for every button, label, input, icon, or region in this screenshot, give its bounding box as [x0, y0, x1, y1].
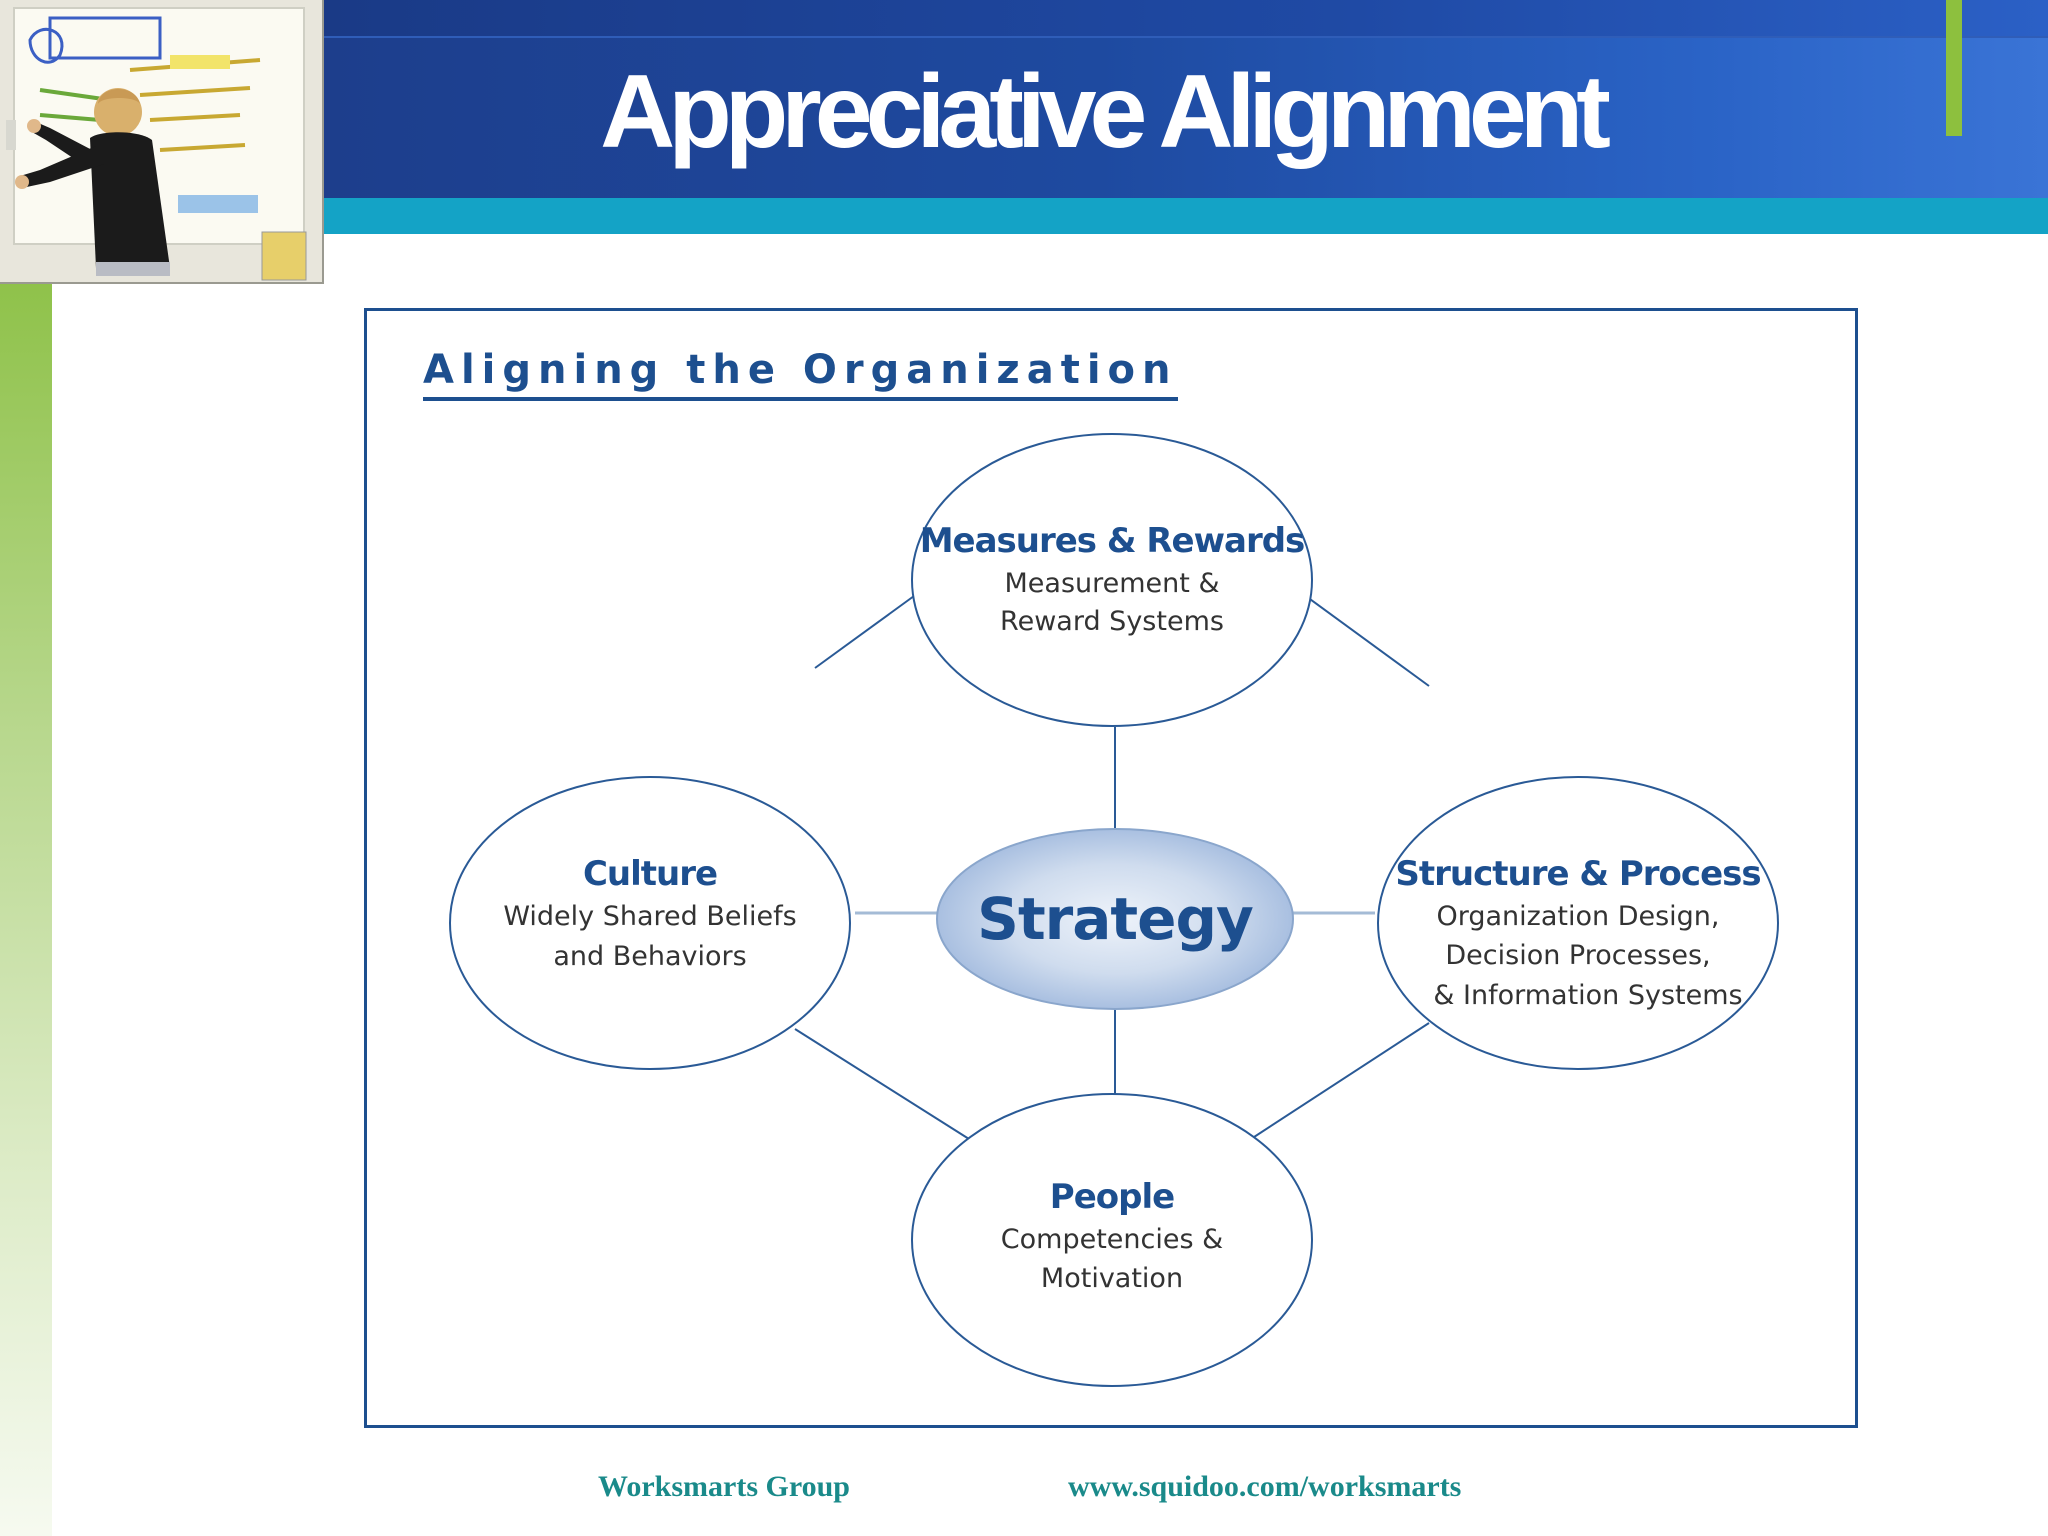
- header-photo: [0, 0, 324, 284]
- node-people: People Competencies & Motivation: [911, 1093, 1313, 1387]
- header-top-band: [322, 0, 2048, 38]
- node-text-line: Organization Design,: [1437, 901, 1720, 932]
- node-strategy: Strategy: [936, 828, 1294, 1010]
- slide-title: Appreciative Alignment: [600, 54, 1611, 170]
- connector-bottom-left: [794, 1028, 970, 1140]
- node-text-line: Decision Processes,: [1445, 940, 1710, 971]
- left-gradient-bar: [0, 282, 52, 1536]
- node-title: Structure & Process: [1395, 854, 1760, 894]
- diagram-heading: Aligning the Organization: [423, 347, 1178, 401]
- header-stripe: [322, 198, 2048, 234]
- footer-company: Worksmarts Group: [598, 1470, 850, 1503]
- node-text-line: and Behaviors: [553, 941, 746, 972]
- node-measures-rewards: Measures & Rewards Measurement & Reward …: [911, 433, 1313, 727]
- footer-url[interactable]: www.squidoo.com/worksmarts: [1068, 1470, 1462, 1503]
- strategy-label: Strategy: [977, 885, 1253, 953]
- node-text-line: Motivation: [1041, 1263, 1183, 1294]
- connector-bottom-right: [1250, 1022, 1430, 1140]
- node-structure-process: Structure & Process Organization Design,…: [1377, 776, 1779, 1070]
- node-text-line: Competencies &: [1001, 1224, 1223, 1255]
- node-title: Culture: [583, 854, 717, 894]
- diagram-frame: Aligning the Organization Measures & Re: [364, 308, 1858, 1428]
- alignment-diagram: Measures & Rewards Measurement & Reward …: [449, 433, 1779, 1387]
- node-culture: Culture Widely Shared Beliefs and Behavi…: [449, 776, 851, 1070]
- node-title: Measures & Rewards: [920, 521, 1305, 561]
- node-text-line: Widely Shared Beliefs: [503, 901, 796, 932]
- photo-illustration: [0, 0, 322, 282]
- node-text-line: Reward Systems: [1000, 606, 1224, 637]
- node-text-line: & Information Systems: [1433, 980, 1742, 1011]
- green-accent-bar: [1946, 0, 1962, 136]
- node-title: People: [1050, 1177, 1174, 1217]
- node-text-line: Measurement &: [1005, 568, 1220, 599]
